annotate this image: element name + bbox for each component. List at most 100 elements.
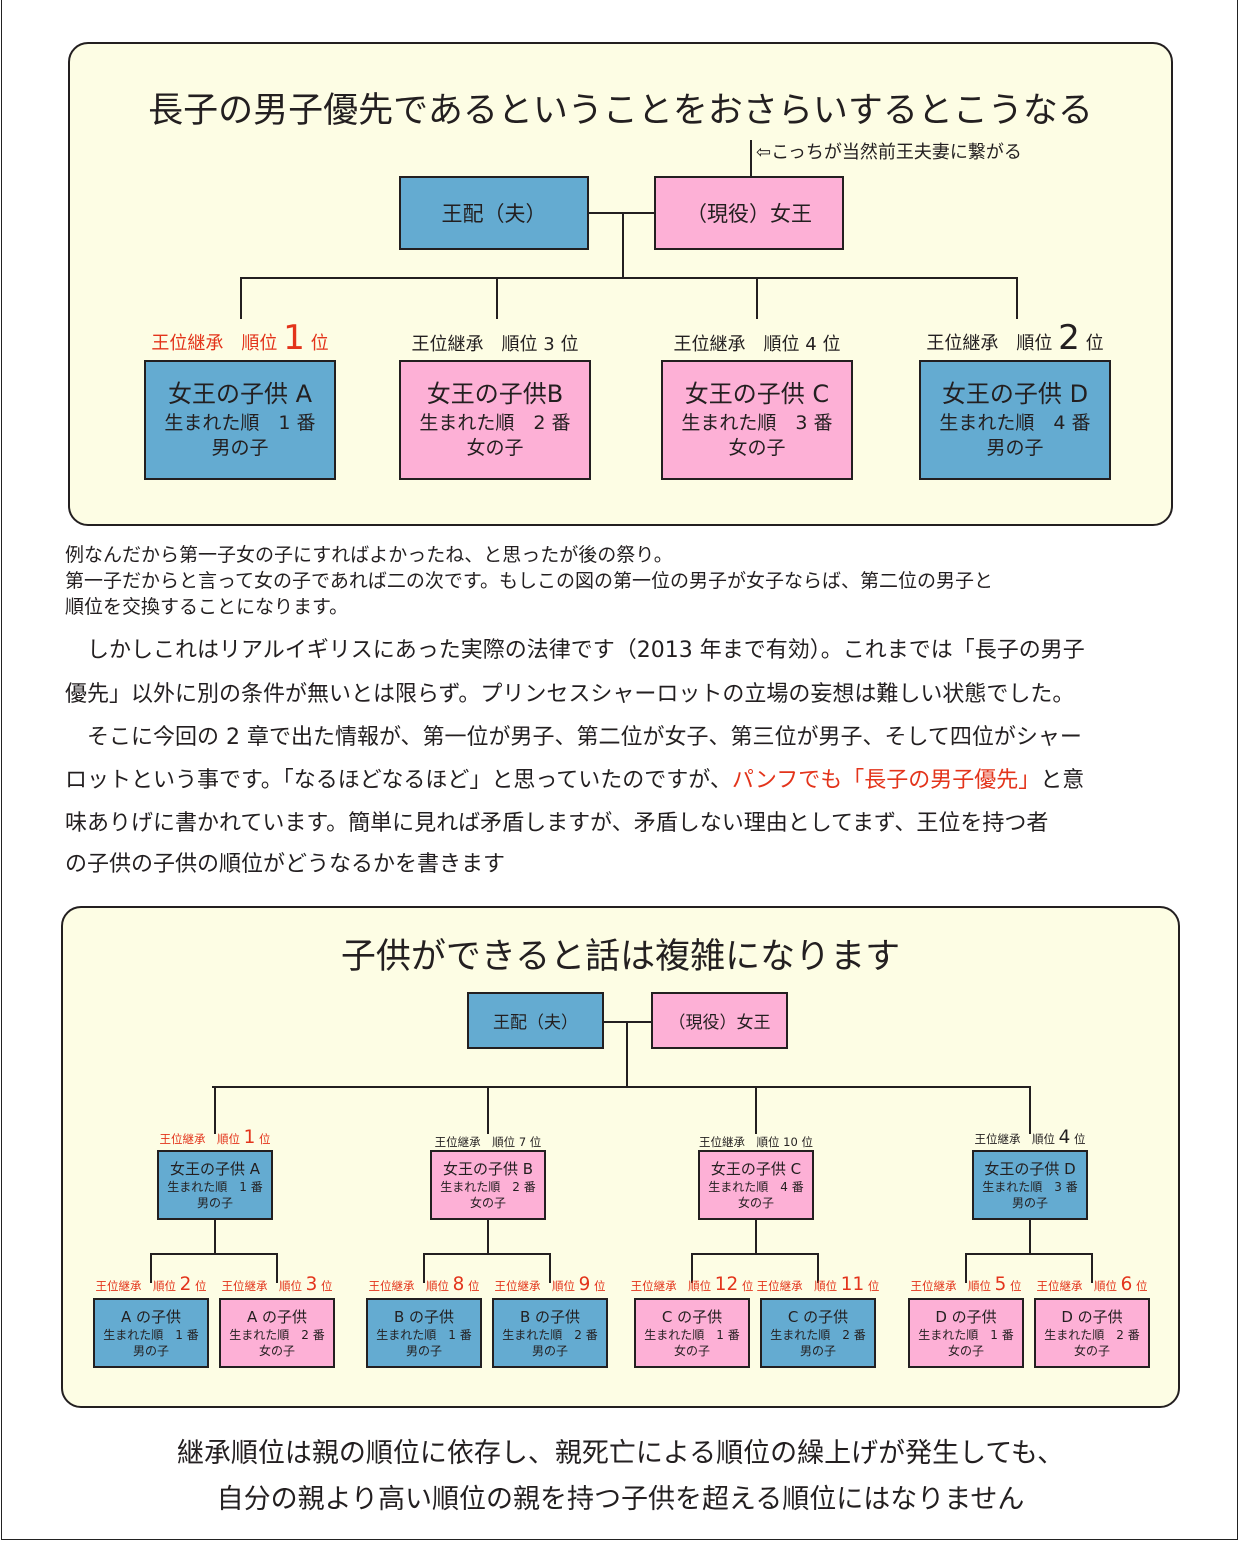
child-name: 女王の子供 A: [169, 1159, 261, 1178]
marriage-line: [589, 212, 654, 214]
text-line: 例なんだから第一子女の子にすればよかったね、と思ったが後の祭り。: [65, 544, 673, 566]
rank-prefix: 王位継承 順位: [368, 1279, 453, 1293]
succession-rank-label: 王位継承 順位 7 位: [418, 1134, 558, 1150]
connector-line: [423, 1253, 551, 1255]
rank-suffix: 位: [590, 1279, 606, 1293]
panel-grandchildren: 子供ができると話は複雑になります 王配（夫） （現役）女王 王位継承 順位 1 …: [61, 906, 1180, 1408]
grandchild-box: D の子供生まれた順 2 番女の子: [1034, 1298, 1150, 1368]
birth-order: 生まれた順 2 番: [1044, 1327, 1140, 1342]
grandchild-box: B の子供生まれた順 2 番男の子: [492, 1298, 608, 1368]
text-line: そこに今回の 2 章で出た情報が、第一位が男子、第二位が女子、第三位が男子、そし…: [65, 725, 1082, 750]
succession-rank-label: 王位継承 順位 11 位: [752, 1274, 884, 1295]
child-sex: 男の子: [986, 437, 1044, 460]
child-name: A の子供: [120, 1307, 182, 1326]
rank-number: 3: [543, 334, 555, 355]
rank-prefix: 王位継承 順位: [974, 1132, 1059, 1146]
succession-rank-label: 王位継承 順位 2 位: [85, 1274, 217, 1295]
rank-number: 1: [243, 1127, 256, 1148]
connector-line: [214, 1220, 216, 1253]
rank-number: 1: [283, 318, 305, 358]
child-sex: 男の子: [799, 1344, 836, 1359]
succession-rank-label: 王位継承 順位 8 位: [358, 1274, 490, 1295]
succession-rank-label: 王位継承 順位 6 位: [1026, 1274, 1158, 1295]
child-sex: 男の子: [1011, 1196, 1048, 1211]
rank-number: 11: [840, 1274, 865, 1295]
connector-line: [691, 1253, 819, 1255]
birth-order: 生まれた順 3 番: [982, 1179, 1078, 1194]
connector-line: [276, 1253, 278, 1283]
rank-number: 2: [1058, 318, 1080, 358]
rank-suffix: 位: [317, 1279, 333, 1293]
child-sex: 男の子: [531, 1344, 568, 1359]
child-name: B の子供: [519, 1307, 581, 1326]
rank-number: 3: [305, 1274, 318, 1295]
grandchild-box: A の子供生まれた順 1 番男の子: [93, 1298, 209, 1368]
rank-prefix: 王位継承 順位: [95, 1279, 180, 1293]
child-name: 女王の子供 D: [941, 380, 1089, 409]
connector-line: [1016, 277, 1018, 319]
child-name: C の子供: [787, 1307, 849, 1326]
child-name: 女王の子供B: [426, 380, 564, 409]
rank-number: 4: [805, 334, 817, 355]
rank-suffix: 位: [738, 1279, 754, 1293]
birth-order: 生まれた順 2 番: [770, 1327, 866, 1342]
connector-line: [756, 277, 758, 319]
rank-prefix: 王位継承 順位: [434, 1135, 519, 1149]
rank-number: 6: [1120, 1274, 1133, 1295]
rank-prefix: 王位継承 順位: [910, 1279, 995, 1293]
child-sex: 女の子: [947, 1344, 984, 1359]
succession-rank-label: 王位継承 順位 3 位: [211, 1274, 343, 1295]
connector-line: [487, 1220, 489, 1253]
rank-number: 7: [518, 1135, 527, 1149]
connector-line: [691, 1253, 693, 1283]
conclusion-line-1: 継承順位は親の順位に依存し、親死亡による順位の繰上げが発生しても、: [176, 1438, 1065, 1469]
birth-order: 生まれた順 1 番: [103, 1327, 199, 1342]
succession-rank-label: 王位継承 順位 9 位: [484, 1274, 616, 1295]
rank-prefix: 王位継承 順位: [159, 1132, 244, 1146]
connector-line: [965, 1253, 1093, 1255]
succession-rank-label: 王位継承 順位 4 位: [647, 330, 867, 356]
grandchild-box: D の子供生まれた順 1 番女の子: [908, 1298, 1024, 1368]
panel-first-born-priority: 長子の男子優先であるということをおさらいするとこうなる ⇦こっちが当然前王夫妻に…: [68, 42, 1173, 526]
connector-line: [423, 1253, 425, 1283]
birth-order: 生まれた順 1 番: [164, 411, 316, 434]
spouse-label: 王配（夫）: [441, 202, 547, 226]
rank-suffix: 位: [1006, 1279, 1022, 1293]
birth-order: 生まれた順 1 番: [376, 1327, 472, 1342]
rank-prefix: 王位継承 順位: [630, 1279, 715, 1293]
child-sex: 男の子: [196, 1196, 233, 1211]
child-sex: 女の子: [728, 437, 786, 460]
rank-suffix: 位: [1132, 1279, 1148, 1293]
text-line-with-highlight: ロットという事です。「なるほどなるほど」と思っていたのですが、パンフでも「長子の…: [65, 762, 1084, 794]
child-sex: 女の子: [737, 1196, 774, 1211]
connector-line: [496, 277, 498, 319]
rank-suffix: 位: [554, 334, 579, 355]
child-sex: 男の子: [132, 1344, 169, 1359]
child-name: A の子供: [246, 1307, 308, 1326]
queen-box: （現役）女王: [651, 992, 788, 1049]
spouse-box: 王配（夫）: [467, 992, 604, 1049]
text-line: の子供の子供の順位がどうなるかを書きます: [65, 852, 506, 877]
panel1-title: 長子の男子優先であるということをおさらいするとこうなる: [148, 91, 1093, 131]
highlighted-text: パンフでも「長子の男子優先」: [731, 768, 1041, 793]
child-sex: 女の子: [1073, 1344, 1110, 1359]
birth-order: 生まれた順 4 番: [708, 1179, 804, 1194]
queen-label: （現役）女王: [686, 202, 812, 226]
rank-suffix: 位: [1070, 1132, 1086, 1146]
rank-number: 4: [1058, 1127, 1071, 1148]
birth-order: 生まれた順 2 番: [229, 1327, 325, 1342]
succession-rank-label: 王位継承 順位 12 位: [626, 1274, 758, 1295]
birth-order: 生まれた順 2 番: [440, 1179, 536, 1194]
succession-rank-label: 王位継承 順位 5 位: [900, 1274, 1032, 1295]
annotation-text: ⇦こっちが当然前王夫妻に繋がる: [756, 142, 1022, 163]
rank-suffix: 位: [255, 1132, 271, 1146]
rank-number: 2: [179, 1274, 192, 1295]
connector-line: [549, 1253, 551, 1283]
